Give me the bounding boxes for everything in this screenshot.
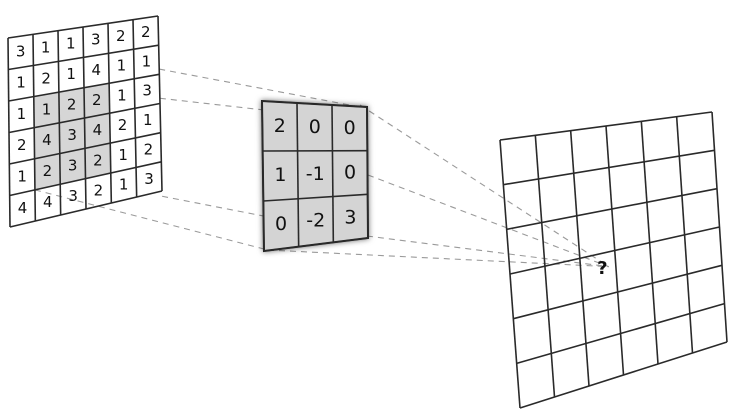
input-grid-col-line xyxy=(7,37,11,228)
unknown-output-value: ? xyxy=(597,258,607,279)
kernel-cell-value: 0 xyxy=(344,117,356,139)
input-cell-value: 1 xyxy=(143,111,153,129)
input-cell-value: 1 xyxy=(17,168,27,186)
output-grid: ? xyxy=(499,111,728,409)
kernel-grid-col-line xyxy=(261,100,265,252)
input-grid-col-line xyxy=(57,30,62,216)
input-grid-col-line xyxy=(157,15,163,192)
projection-line xyxy=(359,104,610,268)
kernel-cell-value: 0 xyxy=(309,116,321,138)
input-grid-col-line xyxy=(132,19,138,198)
input-grid-col-line xyxy=(82,26,87,210)
kernel-grid-col-line xyxy=(296,102,300,247)
input-cell-value: 4 xyxy=(92,61,102,79)
input-highlight-cell xyxy=(84,83,110,118)
input-cell-value: 1 xyxy=(142,52,152,70)
input-cell-value: 2 xyxy=(67,96,77,114)
input-cell-value: 3 xyxy=(67,126,77,144)
input-cell-value: 1 xyxy=(117,86,127,104)
input-cell-value: 4 xyxy=(43,193,53,211)
input-cell-value: 1 xyxy=(117,57,127,75)
input-cell-value: 1 xyxy=(119,176,129,194)
input-cell-value: 4 xyxy=(18,199,28,217)
kernel-cell-value: -2 xyxy=(306,210,325,232)
input-highlight-cell xyxy=(33,92,60,128)
input-highlight-cell xyxy=(84,113,111,149)
output-grid-col-line xyxy=(675,116,694,354)
kernel-grid-row-line xyxy=(261,100,368,108)
input-cell-value: 4 xyxy=(93,121,103,139)
projection-line xyxy=(367,174,609,268)
kernel-cell-value: 3 xyxy=(344,206,356,228)
input-highlight-cell xyxy=(34,153,61,190)
kernel-cell-value: 0 xyxy=(275,213,287,235)
projection-line xyxy=(267,249,609,268)
input-cell-value: 2 xyxy=(92,91,102,109)
input-cell-value: 2 xyxy=(41,69,51,87)
input-cell-value: 2 xyxy=(144,140,154,158)
input-grid-col-line xyxy=(107,23,113,204)
input-cell-value: 2 xyxy=(93,151,103,169)
kernel-cell-value: 1 xyxy=(274,164,286,186)
input-cell-value: 3 xyxy=(68,157,78,175)
input-cell-value: 4 xyxy=(42,131,52,149)
kernel-grid-col-line xyxy=(366,106,369,239)
input-cell-value: 3 xyxy=(91,31,101,49)
input-cell-value: 1 xyxy=(66,65,76,83)
input-grid-col-line xyxy=(32,34,37,222)
input-highlight-cell xyxy=(59,148,86,185)
input-cell-value: 1 xyxy=(42,100,52,118)
kernel-cell-value: -1 xyxy=(306,163,325,185)
kernel-grid-row-line xyxy=(263,193,368,202)
input-cell-value: 1 xyxy=(66,35,76,53)
input-cell-value: 3 xyxy=(144,170,154,188)
input-highlight-cell xyxy=(85,143,111,179)
projection-line xyxy=(159,68,361,108)
input-cell-value: 2 xyxy=(116,27,126,45)
input-cell-value: 2 xyxy=(141,23,151,41)
input-cell-value: 3 xyxy=(142,82,152,100)
input-cell-value: 2 xyxy=(94,181,104,199)
input-cell-value: 1 xyxy=(16,74,26,92)
output-grid-col-line xyxy=(605,125,625,376)
input-cell-value: 3 xyxy=(68,187,78,205)
output-grid-col-line xyxy=(569,130,590,387)
kernel-cell-value: 0 xyxy=(344,162,356,184)
output-grid-col-line xyxy=(640,121,659,365)
kernel-cell-value: 2 xyxy=(274,115,286,137)
projection-line xyxy=(159,97,265,111)
input-highlight-cell xyxy=(34,122,60,159)
input-cell-value: 1 xyxy=(118,146,128,164)
input-highlight-cell xyxy=(58,87,85,123)
input-cell-value: 2 xyxy=(43,162,53,180)
input-cell-value: 2 xyxy=(17,136,27,154)
input-cell-value: 1 xyxy=(17,105,27,123)
output-grid-col-line xyxy=(499,139,521,409)
input-cell-value: 2 xyxy=(118,116,128,134)
input-highlight-cell xyxy=(59,118,85,154)
input-cell-value: 3 xyxy=(16,42,26,60)
kernel-grid-row-line xyxy=(263,237,369,252)
kernel-grid: 2 0 0 1 -1 0 0 -2 3 xyxy=(260,99,370,253)
output-grid-col-line xyxy=(534,135,556,398)
projection-line xyxy=(366,235,609,268)
output-grid-col-line xyxy=(711,111,728,343)
input-cell-value: 1 xyxy=(41,38,51,56)
kernel-grid-col-line xyxy=(331,104,335,243)
